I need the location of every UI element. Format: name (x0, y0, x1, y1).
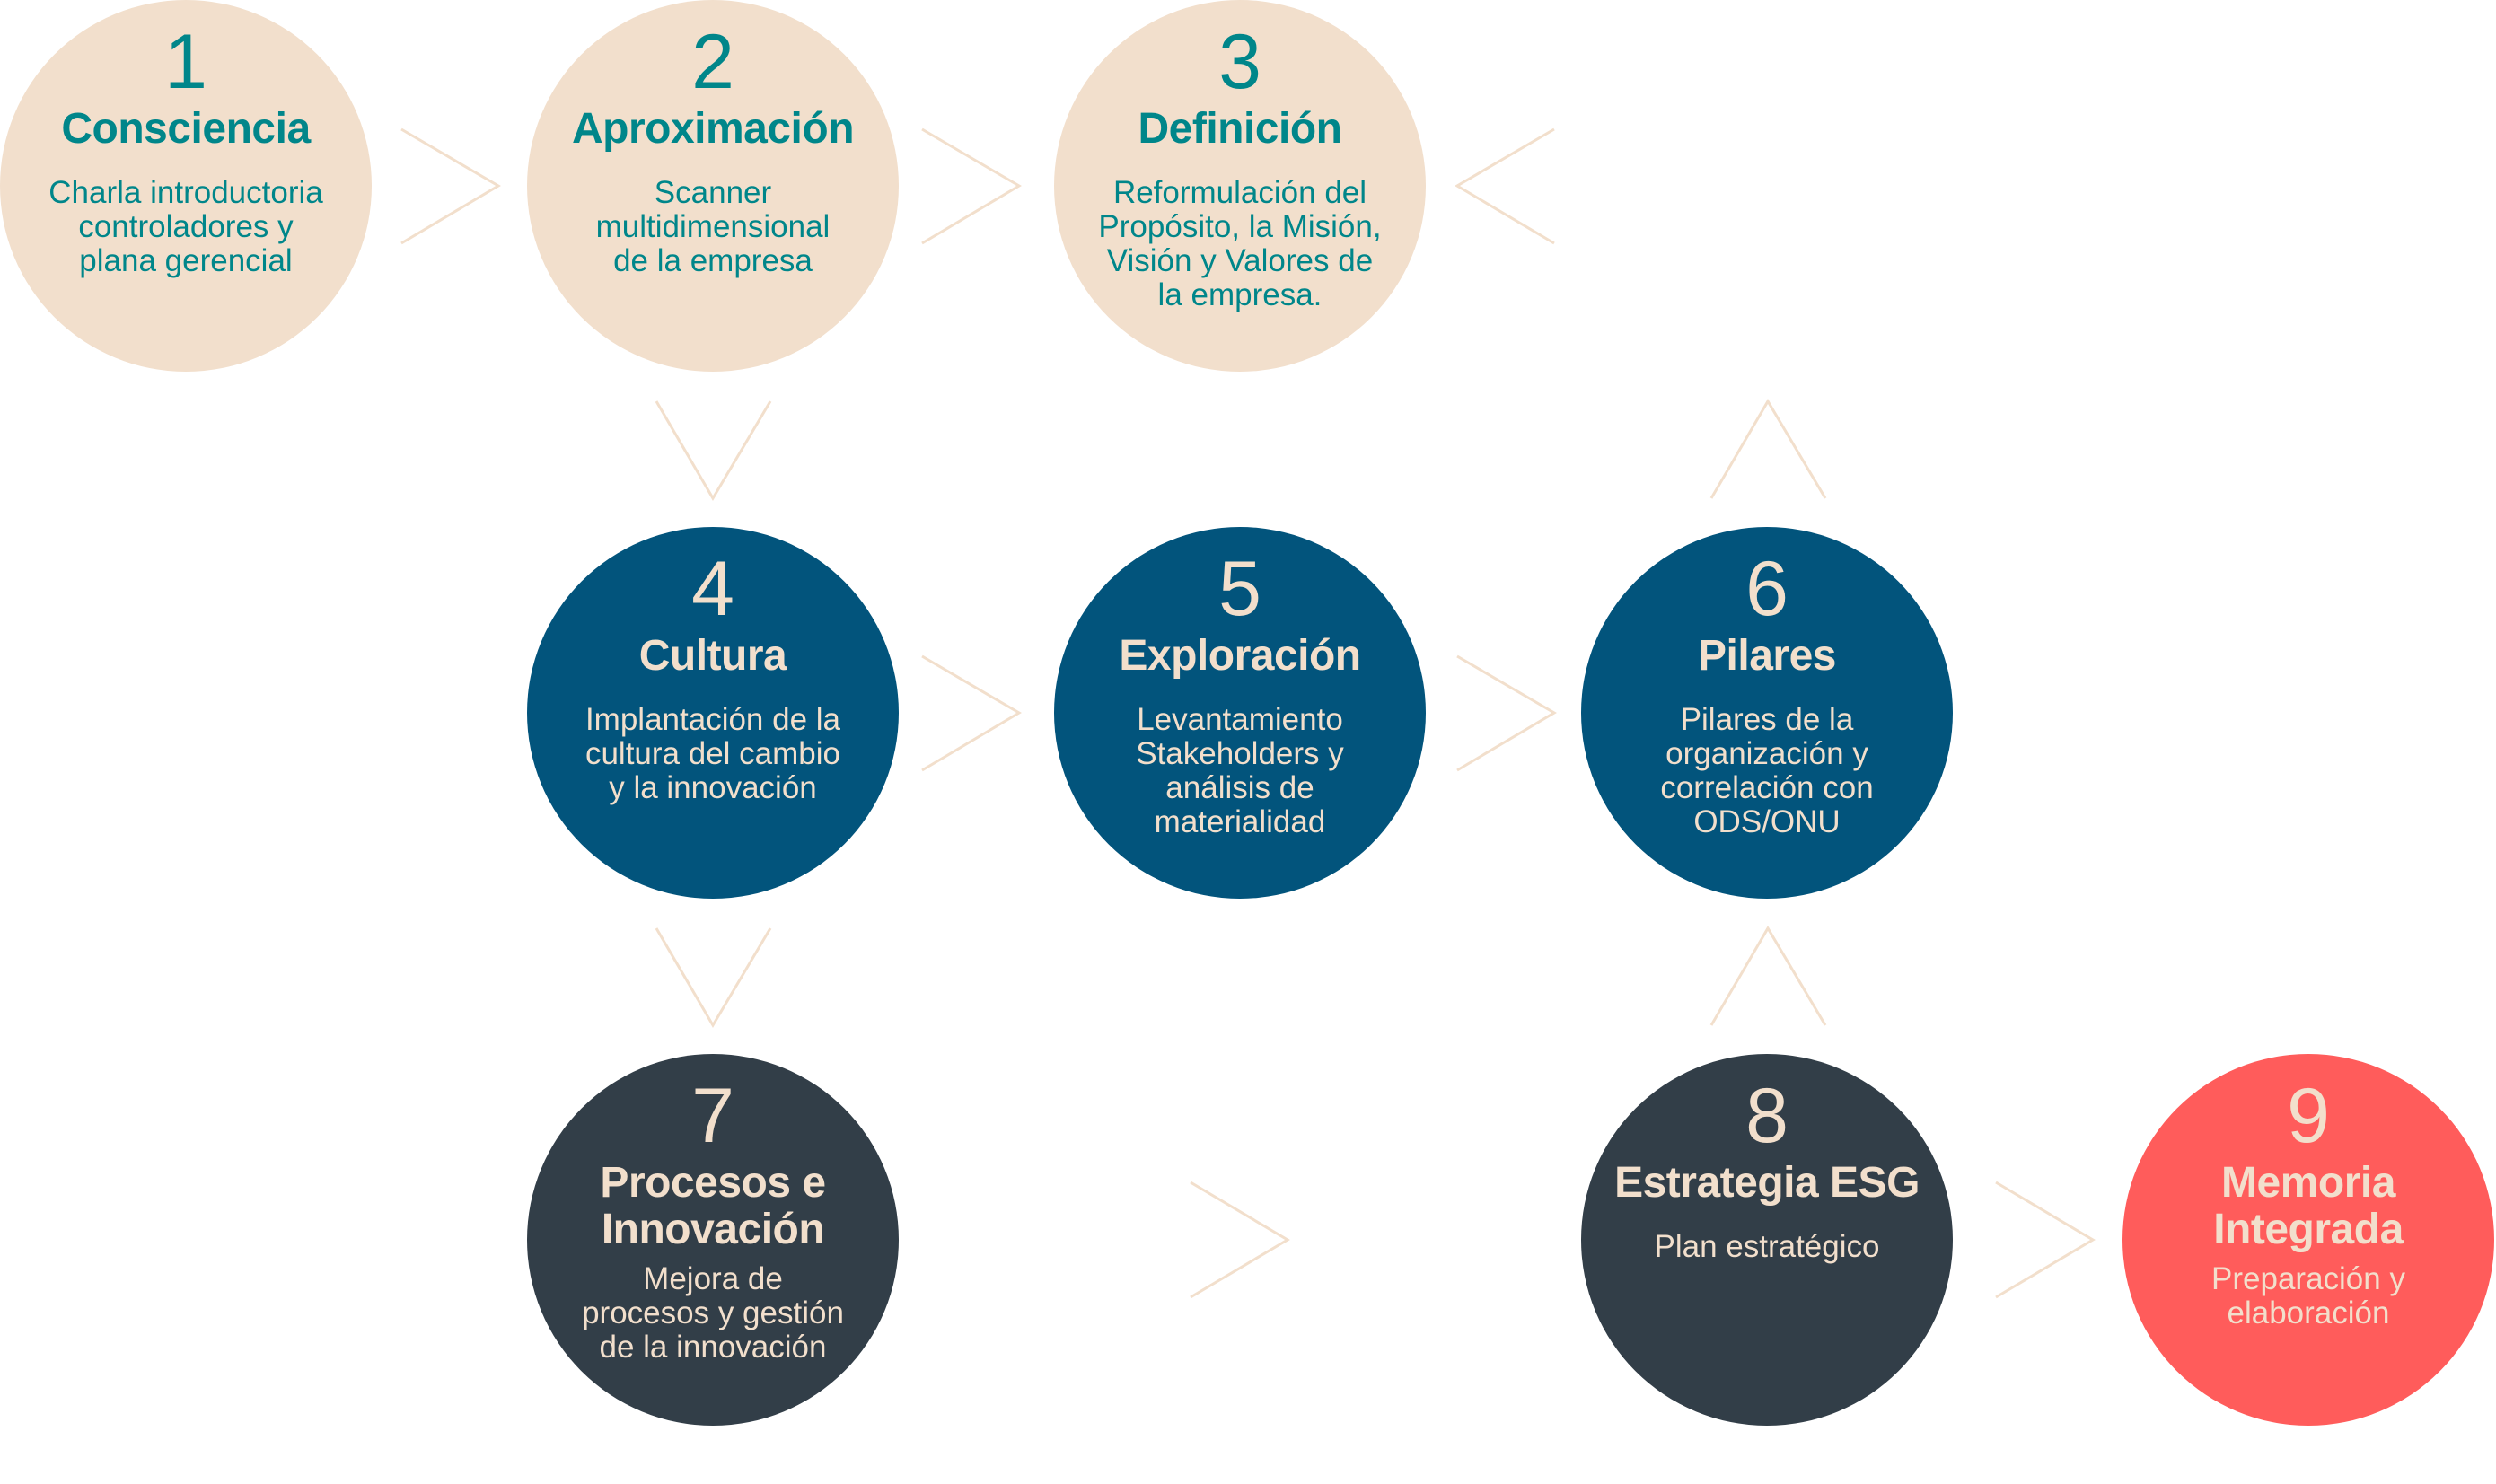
step-title-line: Consciencia (61, 105, 311, 153)
arrow-left-to-3-icon (1455, 127, 1555, 245)
step-description-line: Pilares de la (1680, 702, 1854, 737)
step-title: Pilares (1698, 633, 1836, 680)
step-description-line: Scanner (654, 175, 772, 210)
step-description-line: de la empresa (613, 243, 813, 278)
step-title: Estrategia ESG (1614, 1160, 1920, 1207)
step-number: 1 (164, 19, 207, 105)
step-title-line: Exploración (1119, 632, 1361, 680)
step-number: 2 (691, 19, 734, 105)
arrow-down-2-4-icon (655, 400, 772, 501)
step-number: 9 (2287, 1073, 2330, 1159)
step-title: Exploración (1119, 632, 1361, 680)
step-description-line: correlación con (1660, 770, 1874, 805)
step-title-line: Aproximación (571, 105, 855, 153)
step-title-line: Cultura (638, 632, 787, 680)
step-description-line: y la innovación (609, 770, 817, 805)
step-title-line: Estrategia ESG (1614, 1159, 1920, 1207)
step-description-line: Propósito, la Misión, (1098, 209, 1382, 244)
step-description-line: Preparación y (2211, 1261, 2405, 1296)
step-description-line: Mejora de (643, 1261, 783, 1296)
arrow-right-4-5-icon (921, 654, 1022, 772)
step-title: Definición (1138, 105, 1342, 153)
step-description: Plan estratégico (1655, 1230, 1880, 1264)
arrow-right-2-3-icon (921, 127, 1022, 245)
step-title: Cultura (639, 633, 787, 680)
step-description-line: plana gerencial (79, 243, 293, 278)
step-title-line: Procesos e (600, 1159, 826, 1207)
arrow-right-1-2-icon (400, 127, 501, 245)
arrow-right-7-8-icon (1190, 1181, 1290, 1299)
step-description-line: materialidad (1154, 804, 1326, 839)
step-description-line: Levantamiento (1137, 702, 1343, 737)
step-description-line: Visión y Valores de (1106, 243, 1374, 278)
arrow-right-5-6-icon (1456, 654, 1557, 772)
step-title-line: Pilares (1698, 632, 1836, 680)
step-description-line: Implantación de la (584, 702, 841, 737)
step-description-line: la empresa. (1157, 277, 1323, 312)
step-description-line: Stakeholders y (1136, 736, 1344, 771)
step-description-line: controladores y (78, 209, 294, 244)
step-description-line: Plan estratégico (1654, 1229, 1880, 1264)
step-description-line: Charla introductoria (48, 175, 323, 210)
step-description-line: Reformulación del (1112, 175, 1367, 210)
step-title: Consciencia (61, 105, 311, 153)
arrow-up-8-6-icon (1709, 926, 1827, 1026)
step-number: 8 (1745, 1073, 1789, 1159)
arrow-down-4-7-icon (655, 927, 772, 1028)
arrow-right-8-9-icon (1995, 1181, 2096, 1299)
step-number: 5 (1218, 546, 1261, 632)
step-title-line: Memoria (2221, 1159, 2395, 1207)
step-number: 7 (691, 1073, 734, 1159)
step-description-line: organización y (1665, 736, 1868, 771)
step-title-line: Definición (1138, 105, 1342, 153)
step-title: Aproximación (571, 105, 855, 153)
step-description-line: análisis de (1165, 770, 1314, 805)
step-title-line: Integrada (2213, 1206, 2404, 1253)
arrow-up-6-3-icon (1709, 399, 1827, 499)
step-description-line: multidimensional (595, 209, 831, 244)
step-title-line: Innovación (601, 1206, 825, 1253)
step-number: 3 (1218, 19, 1261, 105)
step-description-line: de la innovación (599, 1330, 827, 1365)
step-description-line: cultura del cambio (584, 736, 841, 771)
step-description-line: ODS/ONU (1693, 804, 1841, 839)
step-description-line: procesos y gestión (582, 1295, 844, 1330)
step-number: 6 (1745, 546, 1789, 632)
step-number: 4 (691, 546, 734, 632)
step-description-line: elaboración (2227, 1295, 2390, 1330)
